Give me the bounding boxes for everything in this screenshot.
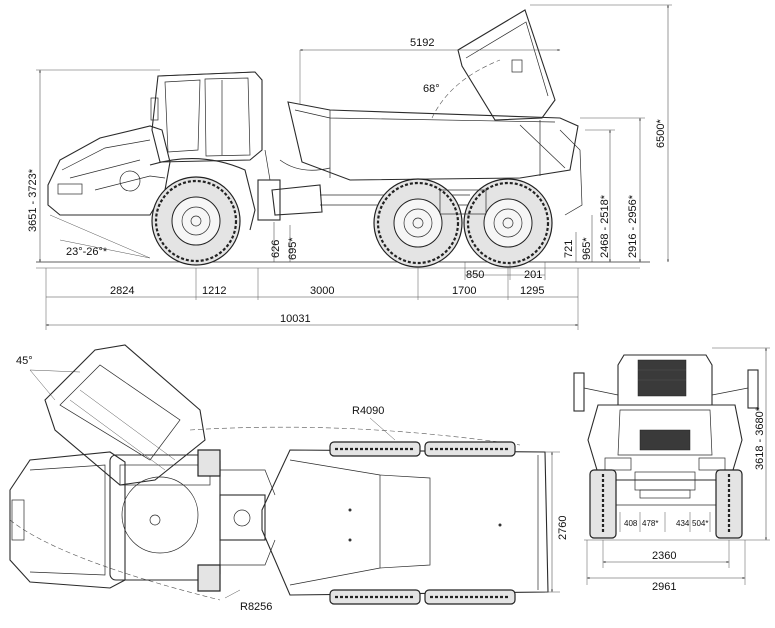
dim-434: 434 <box>676 519 690 528</box>
dim-front-height: 3618 - 3680* <box>754 406 766 470</box>
dim-approach-angle: 23°-26°* <box>66 246 108 258</box>
dim-total-length: 10031 <box>280 313 311 325</box>
side-rear-tire-2 <box>463 178 553 268</box>
dim-408: 408 <box>624 519 638 528</box>
dim-201: 201 <box>524 269 542 281</box>
dim-1295: 1295 <box>520 285 544 297</box>
top-view: 45° R4090 R8256 2760 <box>9 344 569 613</box>
dim-1212: 1212 <box>202 285 226 297</box>
front-view: 3618 - 3680* 408 478* 434 504* 2360 2961 <box>573 347 770 593</box>
dim-outer-radius: R8256 <box>240 601 272 613</box>
dim-dump-length: 5192 <box>410 37 434 49</box>
side-front-tire <box>151 176 241 266</box>
dim-dump-angle: 68° <box>423 83 440 95</box>
dim-850: 850 <box>466 269 484 281</box>
dim-cab-height: 3651 - 3723* <box>27 168 39 232</box>
dim-ground-clearance: 626 <box>270 240 282 258</box>
side-dump-body <box>287 101 579 181</box>
dim-inner-radius: R4090 <box>352 405 384 417</box>
top-tractor <box>9 449 221 592</box>
top-articulation <box>219 469 276 566</box>
dim-overall-width: 2961 <box>652 581 676 593</box>
top-rear-tires <box>329 441 516 605</box>
dim-rear-721: 721 <box>563 240 575 258</box>
dim-3000: 3000 <box>310 285 334 297</box>
top-tractor-turned <box>44 344 206 486</box>
dim-body-height-raised: 2916 - 2956* <box>627 194 639 258</box>
dim-2824: 2824 <box>110 285 134 297</box>
dim-max-height: 6500* <box>655 119 667 148</box>
dim-1700: 1700 <box>452 285 476 297</box>
dim-478: 478* <box>642 519 658 528</box>
dim-rear-965: 965* <box>581 237 593 260</box>
side-hood <box>47 125 256 231</box>
dim-body-height: 2468 - 2518* <box>599 194 611 258</box>
dim-ground-clearance-alt: 695* <box>287 237 299 260</box>
side-rear-tire-1 <box>373 178 463 268</box>
dim-steer-angle: 45° <box>16 355 33 367</box>
dim-body-width: 2760 <box>557 516 569 540</box>
side-cab <box>150 71 263 163</box>
dim-504: 504* <box>692 519 708 528</box>
top-dump-body <box>261 449 549 596</box>
side-dump-raised <box>431 9 583 216</box>
side-view: 5192 68° 6500* 3651 - 3723* 23°-26°* 626… <box>27 4 672 330</box>
dim-track: 2360 <box>652 550 676 562</box>
